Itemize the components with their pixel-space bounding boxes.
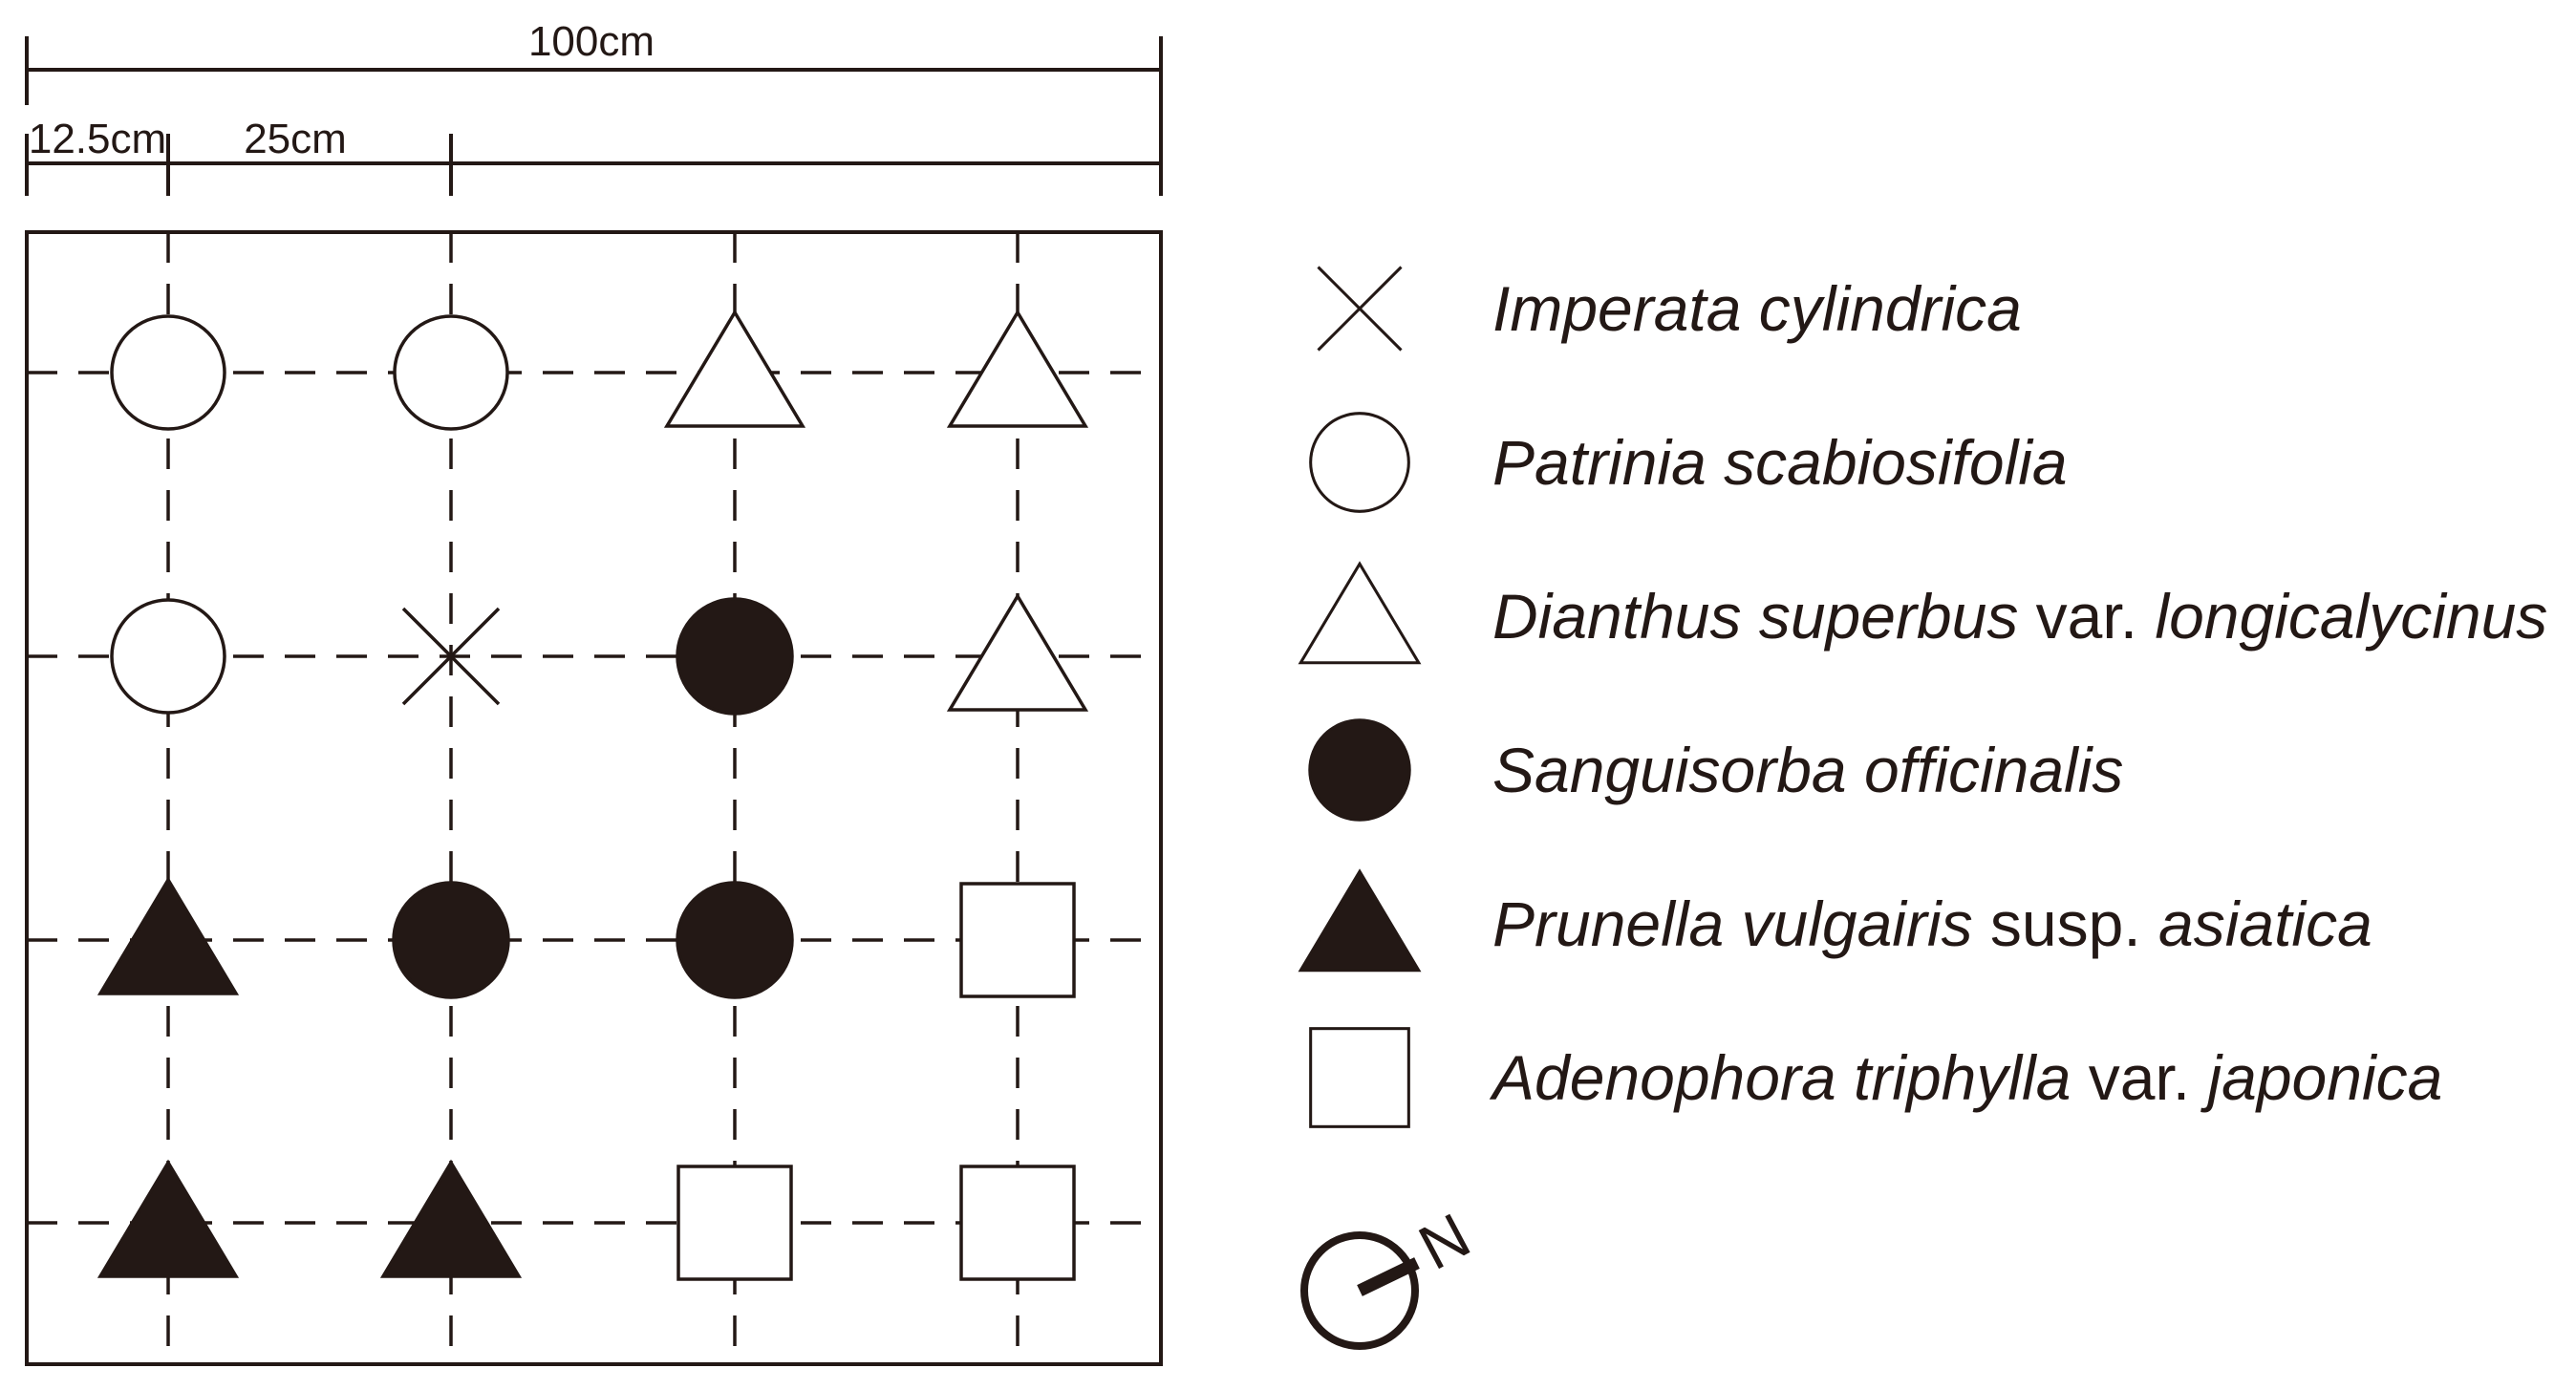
legend-label: Imperata cylindrica <box>1492 273 2022 344</box>
north-label: N <box>1407 1199 1481 1283</box>
plant-prunella <box>97 1159 240 1278</box>
plant-sanguisorba <box>676 881 794 999</box>
plant-adenophora <box>959 882 1076 998</box>
legend-label: Patrinia scabiosifolia <box>1492 427 2068 498</box>
dim-half-spacing-label: 12.5cm <box>29 116 166 162</box>
legend-item-patrinia: Patrinia scabiosifolia <box>1309 412 2068 513</box>
plant-patrinia <box>110 314 226 431</box>
legend-label: Dianthus superbus var. longicalycinus <box>1492 581 2547 652</box>
cross-icon <box>1317 266 1403 352</box>
legend-label-part: susp. <box>1973 888 2158 959</box>
filled-circle-icon <box>1308 718 1411 822</box>
legend-label-part: longicalycinus <box>2155 581 2547 652</box>
plant-sanguisorba <box>392 881 510 999</box>
legend-label-part: Imperata cylindrica <box>1492 273 2022 344</box>
legend-label-part: asiatica <box>2158 888 2372 959</box>
dim-spacing-label: 25cm <box>244 116 347 162</box>
filled-triangle-icon <box>1298 868 1422 973</box>
legend-label-part: Patrinia scabiosifolia <box>1492 427 2068 498</box>
legend-item-dianthus: Dianthus superbus var. longicalycinus <box>1298 561 2547 665</box>
legend-label: Adenophora triphylla var. japonica <box>1489 1042 2442 1113</box>
legend-label-part: var. <box>2071 1042 2207 1113</box>
open-triangle-icon <box>1298 561 1422 665</box>
plant-positions <box>97 309 1089 1281</box>
dimension-annotations <box>25 36 1163 196</box>
plant-patrinia <box>110 598 226 715</box>
legend-item-sanguisorba: Sanguisorba officinalis <box>1308 718 2123 822</box>
legend-label-part: var. <box>2018 581 2155 652</box>
open-square-icon <box>1309 1027 1410 1128</box>
plant-dianthus <box>663 309 806 428</box>
plant-prunella <box>97 876 240 995</box>
legend-label: Sanguisorba officinalis <box>1492 735 2123 805</box>
north-arrow-icon: N <box>1300 1199 1481 1350</box>
plant-patrinia <box>393 314 509 431</box>
plant-dianthus <box>946 592 1089 712</box>
plant-adenophora <box>676 1165 793 1281</box>
plot-frame <box>25 230 1163 1366</box>
dim-total-label: 100cm <box>528 18 655 65</box>
open-circle-icon <box>1309 412 1410 513</box>
legend-label-part: Prunella vulgairis <box>1492 888 1973 959</box>
legend-label-part: Adenophora triphylla <box>1489 1042 2071 1113</box>
legend-label: Prunella vulgairis susp. asiatica <box>1492 888 2372 959</box>
legend-label-part: japonica <box>2200 1042 2442 1113</box>
legend-item-imperata: Imperata cylindrica <box>1317 266 2022 352</box>
plant-dianthus <box>946 309 1089 428</box>
plant-sanguisorba <box>676 597 794 716</box>
plant-prunella <box>379 1159 523 1278</box>
legend-label-part: Dianthus superbus <box>1492 581 2018 652</box>
legend-item-prunella: Prunella vulgairis susp. asiatica <box>1298 868 2372 973</box>
plant-adenophora <box>959 1165 1076 1281</box>
legend-label-part: Sanguisorba officinalis <box>1492 735 2123 805</box>
plant-imperata <box>401 607 501 706</box>
legend-item-adenophora: Adenophora triphylla var. japonica <box>1309 1027 2442 1128</box>
